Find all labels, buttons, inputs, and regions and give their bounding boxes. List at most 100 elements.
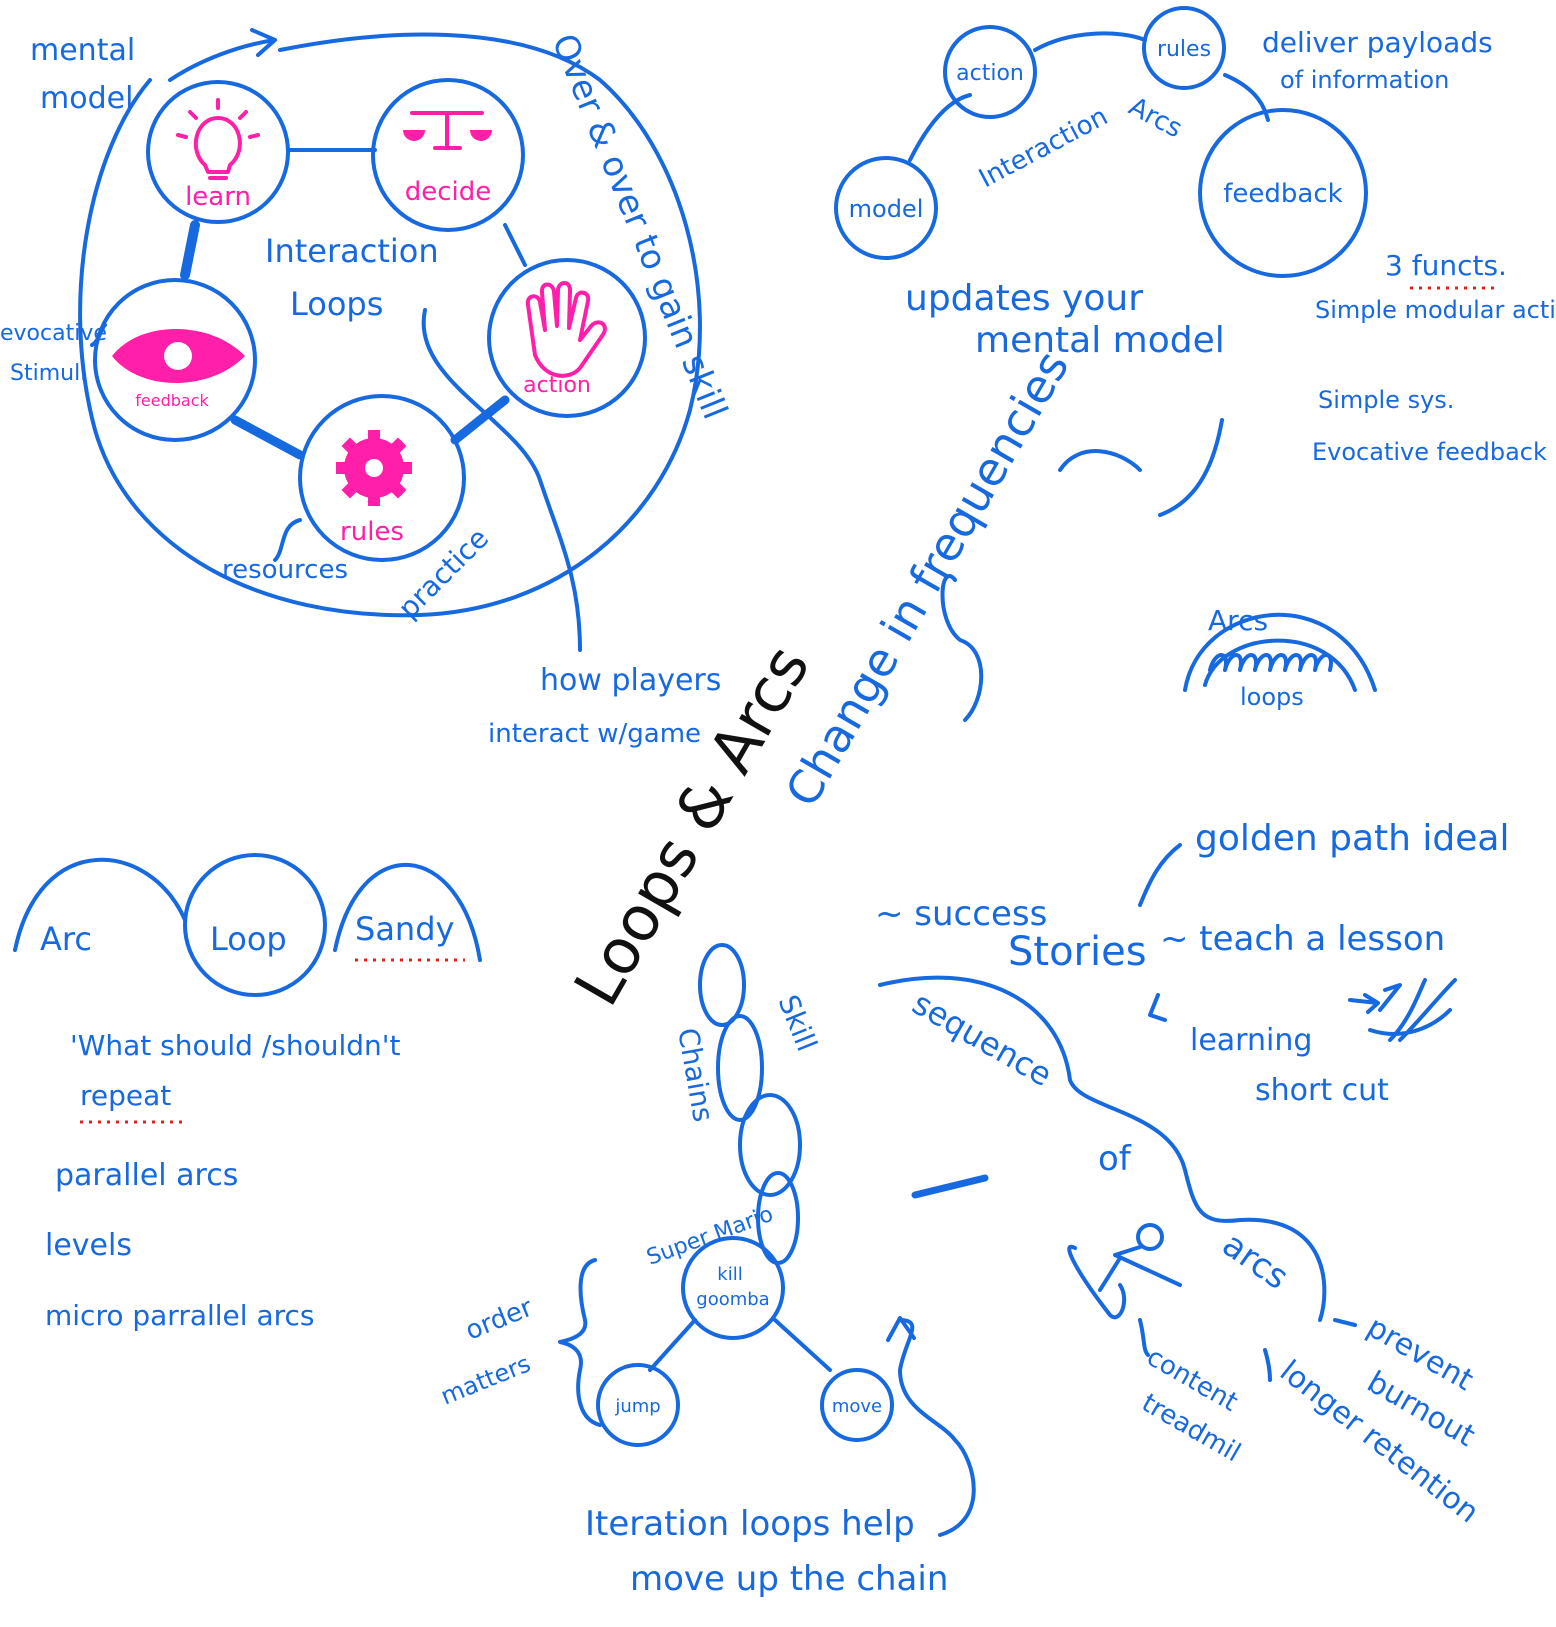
lightbulb-icon <box>176 98 260 180</box>
learn-label: learn <box>185 182 251 212</box>
action-label: action <box>523 373 591 398</box>
action-rules-link <box>450 395 510 445</box>
sequence-arcs-cluster: sequence of arcs content treadmil preven… <box>878 975 1485 1530</box>
repeat-question-line2: repeat <box>80 1079 171 1112</box>
skill-label: Skill <box>772 990 824 1056</box>
interaction-arcs-cluster: model action rules feedback Interaction … <box>834 6 1556 517</box>
loop-label: Loop <box>210 920 287 958</box>
hand-icon <box>525 281 607 378</box>
arcs-rules-node: rules <box>1142 6 1226 90</box>
arcs-loops-mini: Arcs loops <box>1183 604 1377 711</box>
gear-icon <box>336 430 412 506</box>
bullet-micro-arcs: micro parrallel arcs <box>45 1299 315 1332</box>
tree-link-left <box>648 1318 697 1372</box>
golden-path-pointer <box>1138 843 1182 907</box>
move-node: move <box>820 1368 894 1442</box>
chains-label: Chains <box>671 1025 720 1124</box>
deliver-line1: deliver payloads <box>1262 26 1493 59</box>
change-in-frequencies: Change in frequencies <box>775 342 1080 816</box>
kill-line1: kill <box>717 1264 742 1285</box>
action-node: action <box>487 258 647 418</box>
prevent-pointer <box>1333 1318 1357 1327</box>
updates-pointer <box>1158 418 1224 517</box>
arcs-feedback-node: feedback <box>1198 108 1368 278</box>
change-frequencies-cluster: Change in frequencies <box>775 342 1142 816</box>
content-pointer <box>1138 1318 1150 1357</box>
scales-icon <box>403 111 492 150</box>
super-mario-label: Super Mario <box>644 1202 777 1271</box>
interaction-loops-cluster: learn decide action <box>0 28 735 749</box>
feedback-label: feedback <box>135 391 209 410</box>
arc-label: Arc <box>40 920 92 958</box>
order-line1: order <box>461 1293 537 1347</box>
interaction-loops-title-line2: Loops <box>290 285 383 323</box>
arcs-model-node: model <box>834 156 938 260</box>
functs-item-2: Simple sys. <box>1318 386 1454 414</box>
frequency-wave-1 <box>940 574 984 722</box>
move-label: move <box>832 1396 882 1417</box>
success-stories-cluster: ~ success golden path ideal Stories ~ te… <box>875 818 1510 1108</box>
arcs-model-label: model <box>849 195 924 223</box>
learning-label: learning <box>1190 1023 1312 1058</box>
resources-pointer <box>273 518 302 562</box>
rules-label: rules <box>340 517 404 547</box>
success-label: ~ success <box>875 894 1047 934</box>
mini-arcs-label: Arcs <box>1208 604 1268 637</box>
rules-node: rules <box>298 394 466 562</box>
feedback-node: feedback <box>93 278 257 442</box>
mental-model-line1: mental <box>30 33 135 68</box>
mental-model-arrow <box>168 28 277 82</box>
learning-pointer <box>1148 993 1167 1022</box>
functs-title: 3 functs. <box>1385 249 1507 282</box>
skill-chains-cluster: Skill Chains Super Mario kill goomba jum… <box>437 943 976 1599</box>
golden-path-label: golden path ideal <box>1195 818 1510 859</box>
tree-link-right <box>773 1318 832 1372</box>
shortcut-label: short cut <box>1255 1073 1389 1108</box>
sequence-curve <box>878 975 1327 1322</box>
chain-link-3 <box>738 1093 802 1197</box>
arc-model-action <box>908 93 972 162</box>
repeat-question-line1: 'What should /shouldn't <box>70 1029 400 1062</box>
how-players-line1: how players <box>540 663 721 698</box>
shape-loop <box>183 853 327 997</box>
arrow-bundle-icon <box>1348 978 1457 1042</box>
chain-link-2 <box>716 1014 764 1122</box>
kill-goomba-node: kill goomba <box>681 1236 785 1340</box>
sequence-label: sequence <box>906 984 1059 1094</box>
evocative-line2: Stimuli <box>10 361 86 386</box>
of-label: of <box>1098 1139 1132 1179</box>
functs-item-3: Evocative feedback <box>1312 438 1547 466</box>
mental-model-line2: model <box>40 81 133 116</box>
mini-loops-coil <box>1208 653 1333 672</box>
mini-arc-outer <box>1183 612 1377 692</box>
stories-label: Stories <box>1008 929 1147 975</box>
updates-line1: updates your <box>905 278 1143 319</box>
chain-link-1 <box>698 943 746 1027</box>
arcs-action-node: action <box>943 25 1037 119</box>
shape-sandy <box>333 862 482 962</box>
order-line2: matters <box>437 1349 535 1410</box>
arcs-action-label: action <box>956 61 1024 86</box>
feedback-learn-link <box>180 220 200 280</box>
resources-label: resources <box>222 555 348 585</box>
sandy-label: Sandy <box>355 910 454 948</box>
bullet-levels: levels <box>45 1228 132 1263</box>
how-players-line2: interact w/game <box>488 719 701 749</box>
mini-loops-label: loops <box>1240 683 1304 711</box>
iteration-line1: Iteration loops help <box>585 1504 915 1544</box>
teach-label: ~ teach a lesson <box>1160 919 1445 959</box>
interaction-arcs-title-line2: Arcs <box>1124 92 1187 145</box>
iteration-arrow <box>886 1316 976 1537</box>
mini-arc-inner <box>1203 638 1357 692</box>
interaction-loops-outer-loop <box>78 32 702 618</box>
arc-rules-feedback <box>1223 73 1270 122</box>
shape-arc <box>13 858 187 952</box>
decide-label: decide <box>405 177 492 207</box>
arcs-feedback-label: feedback <box>1223 179 1342 209</box>
evocative-pointer <box>90 323 107 347</box>
interaction-loops-title-line1: Interaction <box>265 232 439 270</box>
arcs-rules-label: rules <box>1157 37 1211 62</box>
eye-icon <box>112 329 245 383</box>
frequency-wave-2 <box>1058 449 1142 472</box>
decide-action-link <box>503 223 527 267</box>
